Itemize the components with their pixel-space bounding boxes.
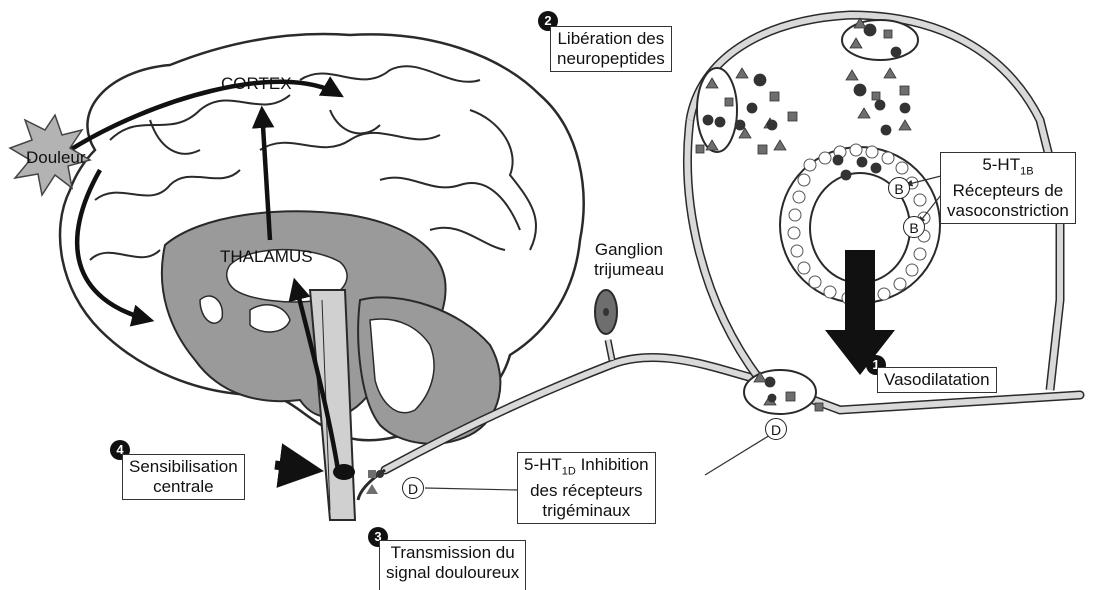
ht1b-line1: Récepteurs de: [947, 181, 1069, 201]
ht1d-connector-right: [705, 432, 775, 475]
nerve-ending-bottom: [744, 370, 816, 414]
nerve-ending-left: [697, 68, 737, 152]
sensibilisation-line1: Sensibilisation: [129, 457, 238, 477]
ht1d-line2: trigéminaux: [524, 501, 649, 521]
ht1d-box: 5-HT1D Inhibition des récepteurs trigémi…: [517, 452, 656, 524]
ht1b-sub: 1B: [1020, 165, 1033, 177]
ht1d-prefix: 5-HT: [524, 455, 562, 474]
ht1d-sub: 1D: [562, 465, 576, 477]
ganglion-label: Ganglion trijumeau: [594, 240, 664, 280]
transmission-box: Transmission du signal douloureux: [379, 540, 526, 590]
receptor-b-1: B: [888, 177, 910, 199]
nerve-ending-top: [842, 20, 918, 60]
sensibilisation-box: Sensibilisation centrale: [122, 454, 245, 500]
ganglion-line1: Ganglion: [594, 240, 664, 260]
ht1b-prefix: 5-HT: [982, 155, 1020, 174]
thalamus-label: THALAMUS: [220, 247, 313, 267]
liberation-line1: Libération des: [557, 29, 665, 49]
receptor-d-2: D: [765, 418, 787, 440]
ht1d-suffix: Inhibition: [576, 455, 649, 474]
transmission-line2: signal douloureux: [386, 563, 519, 583]
sensibilisation-line2: centrale: [129, 477, 238, 497]
ht1d-line1: des récepteurs: [524, 481, 649, 501]
ganglion-line2: trijumeau: [594, 260, 664, 280]
receptor-b-2: B: [903, 216, 925, 238]
synapse-node: [333, 464, 355, 480]
cortex-label: CORTEX: [221, 74, 292, 94]
ht1b-line2: vasoconstriction: [947, 201, 1069, 221]
sensibilisation-arrow: [275, 465, 315, 470]
ht1b-box: 5-HT1B Récepteurs de vasoconstriction: [940, 152, 1076, 224]
vasodilatation-box: Vasodilatation: [877, 367, 997, 393]
transmission-line1: Transmission du: [386, 543, 519, 563]
receptor-d-1: D: [402, 477, 424, 499]
liberation-box: Libération des neuropeptides: [550, 26, 672, 72]
liberation-line2: neuropeptides: [557, 49, 665, 69]
douleur-label: Douleur: [26, 148, 86, 168]
ht1d-connector-left: [425, 488, 517, 490]
